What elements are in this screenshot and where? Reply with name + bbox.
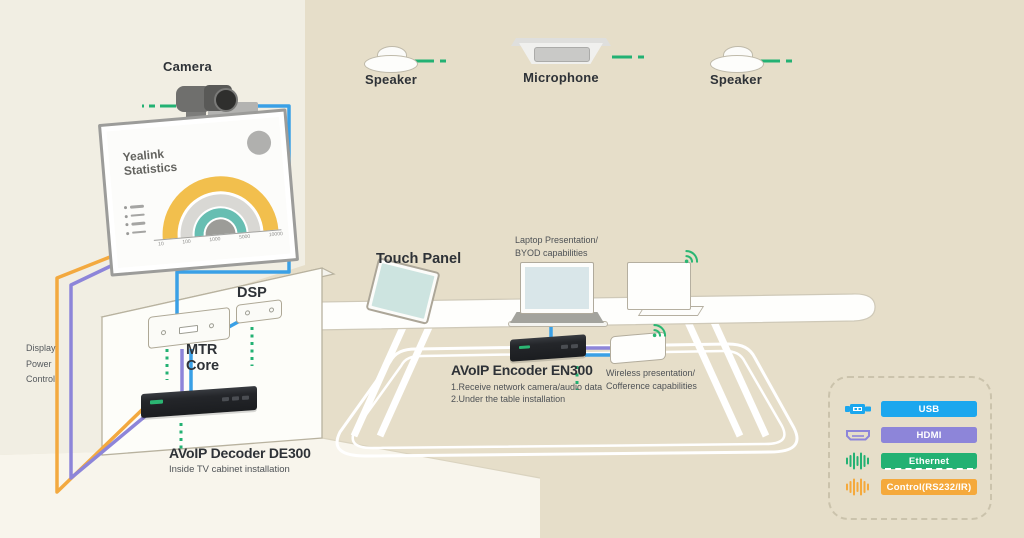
encoder-note-1: 1.Receive network camera/audio data	[451, 382, 603, 392]
mtr-core-label: MTR Core	[186, 342, 220, 374]
decoder-note: Inside TV cabinet installation	[169, 464, 290, 475]
encoder-logo	[519, 345, 530, 350]
laptop-note-1: Laptop Presentation/	[515, 235, 599, 245]
ethernet-icon	[843, 452, 873, 470]
tv-chart-arcs	[153, 169, 284, 240]
dsp-port-dot	[269, 307, 274, 313]
camera-mount	[186, 108, 206, 117]
speaker-left-label: Speaker	[365, 72, 417, 87]
decoder-ports	[222, 395, 249, 402]
cable-legend: USB HDMI	[828, 376, 992, 520]
cable-hdmi-tv-to-decoder	[69, 262, 151, 480]
legend-control-bar: Control(RS232/IR)	[881, 479, 977, 495]
laptop-keyboard	[510, 312, 604, 323]
tv-screen: Yealink Statistics 10 100 1000 5000 1000…	[109, 119, 289, 266]
legend-row-control: Control(RS232/IR)	[843, 478, 977, 496]
speaker-base	[364, 55, 418, 73]
encoder-note-2: 2.Under the table installation	[451, 394, 566, 404]
tick-label: 10	[157, 241, 165, 248]
tv-chart-legend-item	[123, 204, 145, 210]
tv-chart-legend	[123, 204, 147, 241]
tv-chart-legend-item	[126, 230, 147, 235]
display-power-control-note: Display Power Control	[26, 343, 56, 384]
tick-label: 100	[182, 238, 191, 246]
floor	[0, 438, 540, 538]
mtr-port	[179, 324, 198, 335]
mtr-port-dot	[161, 329, 166, 336]
wireless-note-2: Cofference capabilities	[606, 381, 697, 391]
tick-label: 5000	[238, 233, 251, 241]
touch-panel-label: Touch Panel	[376, 251, 462, 267]
table-base-outline-inner	[351, 349, 786, 450]
mtr-port-dot	[209, 322, 214, 329]
cable-control-tv-to-decoder	[55, 255, 148, 494]
tick-label: 10000	[268, 231, 284, 239]
tv-display: Yealink Statistics 10 100 1000 5000 1000…	[97, 108, 300, 277]
ceiling-speaker-right	[710, 46, 764, 74]
dsp-label: DSP	[237, 285, 267, 301]
legend-row-hdmi: HDMI	[843, 427, 977, 443]
dsp-port-dot	[245, 310, 250, 316]
cable-usb-camera-to-mtr	[175, 104, 291, 320]
decoder-logo	[150, 399, 163, 404]
control-icon	[843, 478, 873, 496]
laptop-screen	[627, 262, 691, 310]
table-base-outline-outer	[335, 342, 799, 458]
microphone-plate	[511, 38, 611, 46]
touch-panel-screen	[371, 263, 435, 319]
laptop-screen	[520, 262, 594, 314]
laptop-note-2: BYOD capabilities	[515, 248, 588, 258]
legend-hdmi-bar: HDMI	[881, 427, 977, 443]
encoder-title: AVoIP Encoder EN300	[451, 362, 593, 378]
legend-ethernet-dash	[885, 467, 973, 470]
camera-lens-icon	[214, 88, 238, 112]
microphone-grille	[534, 47, 590, 62]
speaker-base	[710, 55, 764, 73]
tv-chart-legend-item	[124, 213, 145, 218]
legend-ethernet-bar: Ethernet	[881, 453, 977, 470]
ceiling-microphone	[511, 38, 611, 68]
table-leg-stripes	[350, 320, 770, 438]
microphone-label: Microphone	[523, 70, 599, 85]
legend-row-ethernet: Ethernet	[843, 452, 977, 470]
legend-row-usb: USB	[843, 401, 977, 417]
legend-usb-bar: USB	[881, 401, 977, 417]
hdmi-icon	[843, 427, 873, 443]
usb-icon	[843, 401, 873, 417]
tv-chart-badge	[246, 129, 273, 156]
tv-chart-legend-item	[125, 221, 146, 227]
speaker-right-label: Speaker	[710, 72, 762, 87]
wifi-icon	[682, 246, 702, 269]
laptop-byod	[508, 262, 608, 327]
decoder-title: AVoIP Decoder DE300	[169, 445, 311, 461]
laptop-wireless	[627, 262, 705, 316]
camera-label: Camera	[163, 59, 212, 74]
ceiling-speaker-left	[364, 46, 418, 74]
encoder-ports	[561, 343, 578, 350]
tick-label: 1000	[209, 236, 221, 244]
wireless-note-1: Wireless presentation/	[606, 368, 696, 378]
wifi-icon	[650, 320, 670, 343]
tv-screen-title: Yealink Statistics	[122, 146, 178, 179]
